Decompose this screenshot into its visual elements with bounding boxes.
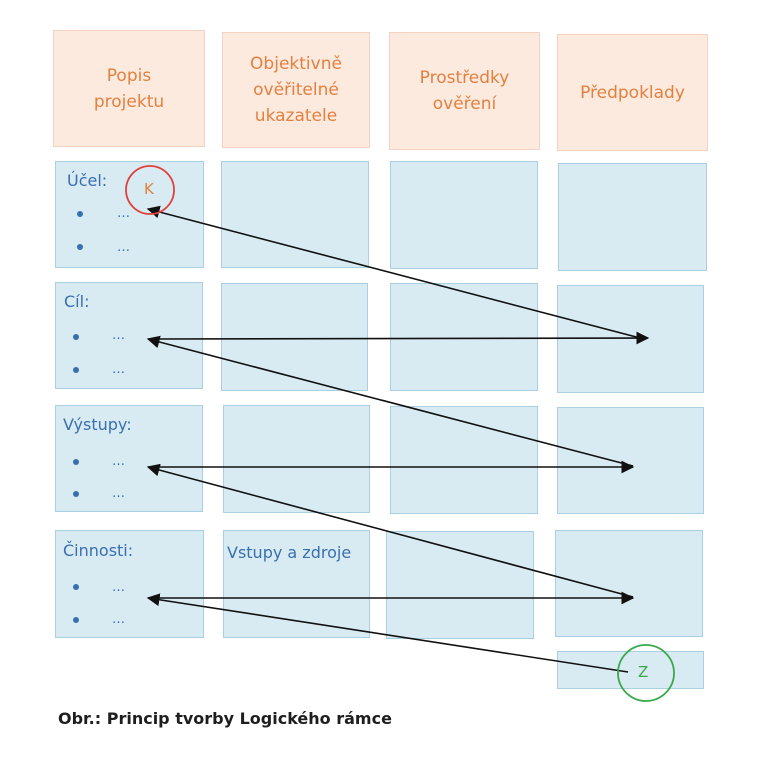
bullet-text: …	[112, 362, 125, 377]
end-marker-label: Z	[638, 663, 649, 681]
cell-r3-ukazatele	[223, 405, 370, 513]
row-label-cil: Cíl:	[64, 292, 90, 311]
cell-r1-prostredky	[390, 161, 538, 269]
arrow-line	[154, 331, 650, 345]
cell-r3-predpoklady	[557, 407, 704, 514]
bullet-icon	[77, 244, 83, 250]
header-text: Předpoklady	[580, 82, 685, 103]
arrow-line	[146, 335, 634, 467]
header-text: Prostředky ověření	[419, 68, 510, 114]
cell-r4-prostredky	[386, 531, 534, 639]
row-label-vystupy: Výstupy:	[63, 415, 132, 434]
cell-r1-predpoklady	[558, 163, 707, 271]
figure-caption: Obr.: Princip tvorby Logického rámce	[58, 709, 392, 728]
cell-vystupy	[55, 405, 203, 512]
row-label-ucel: Účel:	[67, 171, 108, 190]
cell-r2-predpoklady	[557, 285, 704, 393]
start-marker-label: K	[144, 180, 154, 198]
bullet-text: …	[112, 612, 125, 627]
cell-vstupy-a-zdroje: Vstupy a zdroje	[223, 530, 370, 638]
header-popis-projektu: Popis projektu	[53, 30, 205, 147]
bullet-text: …	[117, 240, 130, 255]
cell-r3-prostredky	[390, 406, 538, 514]
header-text: Objektivně ověřitelné ukazatele	[250, 54, 342, 126]
arrow-line	[146, 463, 634, 598]
bullet-icon	[73, 367, 79, 373]
cell-preconditions	[557, 651, 704, 689]
header-predpoklady: Předpoklady	[557, 34, 708, 151]
bullet-icon	[77, 211, 83, 217]
start-marker-circle	[125, 165, 175, 215]
header-prostredky-overeni: Prostředky ověření	[389, 32, 540, 150]
bullet-icon	[73, 491, 79, 497]
bullet-icon	[73, 617, 79, 623]
bullet-text: …	[112, 486, 125, 501]
bullet-text: …	[112, 454, 125, 469]
bullet-text: …	[112, 580, 125, 595]
bullet-text: …	[117, 206, 130, 221]
bullet-icon	[73, 334, 79, 340]
cell-r2-prostredky	[390, 283, 538, 391]
cell-r2-ukazatele	[221, 283, 368, 391]
bullet-icon	[73, 459, 79, 465]
bullet-text: …	[112, 328, 125, 343]
row-label-cinnosti: Činnosti:	[63, 541, 134, 560]
arrow-line	[146, 205, 641, 339]
cell-r1-ukazatele	[221, 161, 369, 268]
header-text: Popis projektu	[93, 65, 165, 112]
header-ukazatele: Objektivně ověřitelné ukazatele	[222, 32, 370, 148]
inputs-label: Vstupy a zdroje	[227, 543, 352, 562]
cell-cil	[55, 282, 203, 389]
bullet-icon	[73, 584, 79, 590]
end-marker-circle	[617, 644, 675, 702]
arrow-line	[146, 593, 629, 673]
cell-cinnosti	[55, 530, 204, 638]
